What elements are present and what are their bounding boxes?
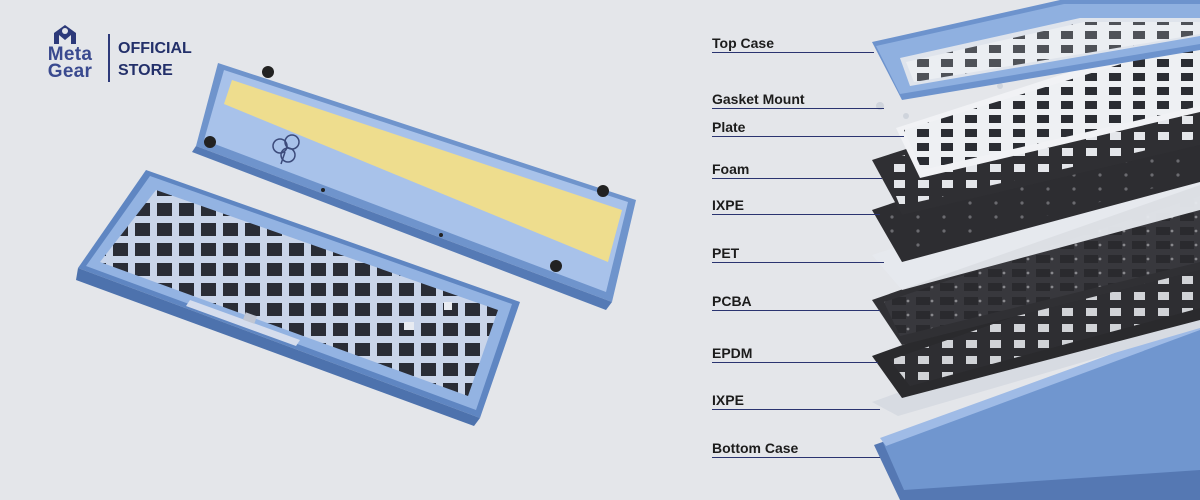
leader-line — [712, 136, 904, 137]
metagear-logo-icon — [54, 25, 76, 44]
leader-line — [712, 214, 880, 215]
rubber-foot — [204, 136, 216, 148]
layer-label-epdm: EPDM — [712, 345, 753, 361]
keyboard-case-top-view — [76, 170, 520, 426]
store-badge: OFFICIAL STORE — [118, 38, 192, 82]
layer-plate — [896, 30, 1200, 178]
rubber-foot — [550, 260, 562, 272]
layer-label-ixpe: IXPE — [712, 197, 744, 213]
layer-label-top-case: Top Case — [712, 35, 774, 51]
layer-label-plate: Plate — [712, 119, 746, 135]
logo-divider — [108, 34, 110, 82]
layer-label-foam: Foam — [712, 161, 750, 177]
keyboard-case-bottom-view — [192, 63, 636, 310]
yellow-sticker — [224, 80, 622, 262]
leader-line — [712, 262, 884, 263]
layer-label-ixpe-bottom: IXPE — [712, 392, 744, 408]
rubber-foot — [597, 185, 609, 197]
brand-name: Meta Gear — [34, 44, 106, 82]
leader-line — [712, 457, 880, 458]
leader-line — [712, 52, 874, 53]
layer-label-bottom-case: Bottom Case — [712, 440, 799, 456]
leader-line — [712, 310, 880, 311]
rubber-foot — [262, 66, 274, 78]
layer-label-gasket-mount: Gasket Mount — [712, 91, 805, 107]
leader-line — [712, 409, 880, 410]
switch-plate-grid — [100, 190, 498, 396]
store-line2: STORE — [118, 62, 173, 79]
store-line1: OFFICIAL — [118, 40, 192, 57]
leader-line — [712, 178, 882, 179]
layer-bottom-case — [874, 322, 1200, 500]
layer-label-pet: PET — [712, 245, 740, 261]
exploded-view — [872, 0, 1200, 500]
brand-logo: Meta Gear OFFICIAL STORE — [34, 24, 214, 84]
layer-top-case — [872, 0, 1200, 100]
clover-icon — [272, 134, 300, 165]
brand-name-line1: Meta — [47, 44, 93, 65]
leader-line — [712, 362, 878, 363]
leader-line — [712, 108, 884, 109]
layer-label-pcba: PCBA — [712, 293, 752, 309]
brand-name-line2: Gear — [47, 61, 93, 82]
